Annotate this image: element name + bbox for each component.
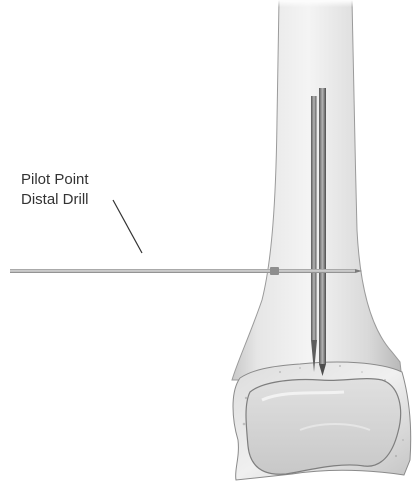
callout-label: Pilot Point Distal Drill: [21, 170, 131, 210]
callout-label-line2: Distal Drill: [21, 190, 131, 210]
callout-label-line1: Pilot Point: [21, 170, 131, 190]
